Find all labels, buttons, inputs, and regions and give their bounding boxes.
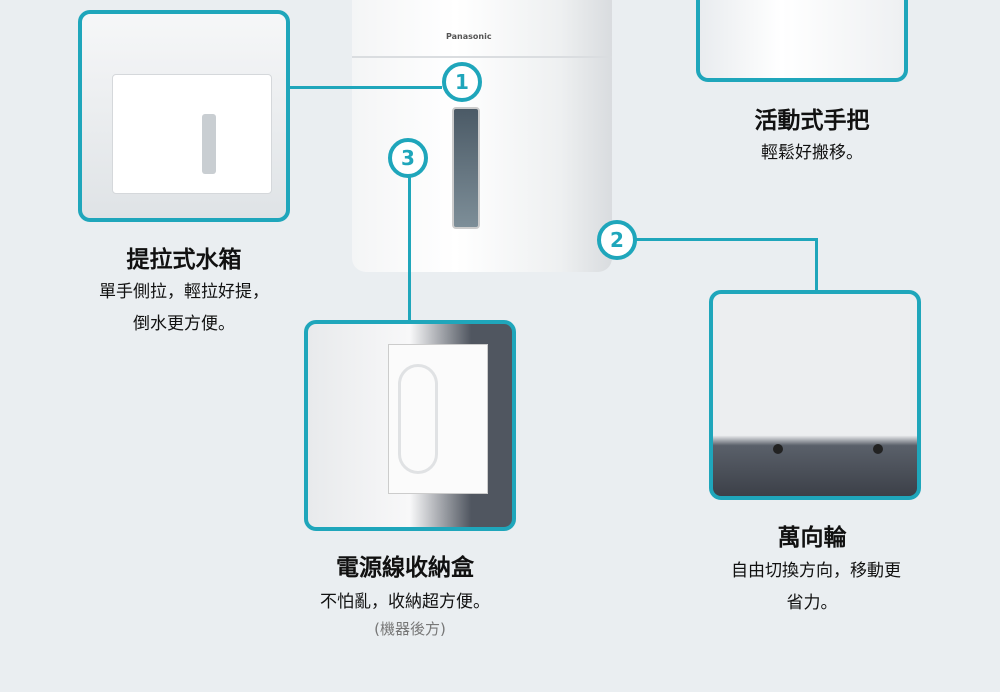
- tank-title: 提拉式水箱: [126, 247, 242, 273]
- panel-seam: [352, 56, 612, 58]
- cord-desc: 不怕亂，收納超方便。: [320, 592, 490, 612]
- handle-title: 活動式手把: [754, 108, 870, 134]
- cord-title: 電源線收納盒: [336, 555, 474, 581]
- marker-1: 1: [442, 62, 482, 102]
- dehumidifier-image: Panasonic: [352, 0, 612, 272]
- connector-line-2-h: [636, 238, 818, 241]
- marker-2: 2: [597, 220, 637, 260]
- wheels-desc-2: 省力。: [786, 593, 838, 613]
- cord-note: (機器後方): [374, 620, 446, 638]
- handle-photo: [696, 0, 908, 82]
- connector-line-3: [408, 176, 411, 320]
- water-window: [452, 107, 480, 229]
- tank-desc-2: 倒水更方便。: [133, 314, 235, 334]
- tank-desc-1: 單手側拉，輕拉好提，: [99, 282, 269, 302]
- connector-line-2-v: [815, 238, 818, 290]
- connector-line-1: [290, 86, 442, 89]
- brand-logo: Panasonic: [446, 32, 492, 41]
- wheels-photo: [709, 290, 921, 500]
- handle-desc: 輕鬆好搬移。: [761, 143, 863, 163]
- wheels-desc-1: 自由切換方向，移動更: [731, 561, 901, 581]
- wheels-title: 萬向輪: [777, 525, 847, 551]
- cord-storage-photo: [304, 320, 516, 531]
- marker-3: 3: [388, 138, 428, 178]
- water-tank-photo: [78, 10, 290, 222]
